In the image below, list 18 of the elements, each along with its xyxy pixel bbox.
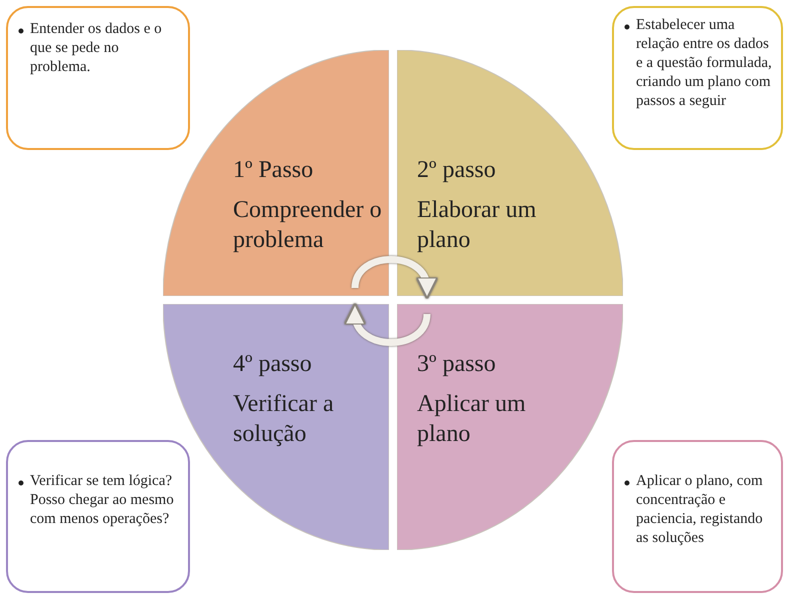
step-number: 3º passo — [417, 350, 496, 379]
step-number: 2º passo — [417, 156, 496, 185]
curved-arrow — [352, 256, 437, 300]
curved-arrow — [345, 302, 430, 346]
note-text: Estabelecer uma relação entre os dados e a questão formulada, criando um plano com passos a seguir — [636, 16, 773, 111]
note-box — [612, 6, 783, 150]
step-title: Elaborar um plano — [417, 196, 538, 255]
step-title: Verificar a solução — [233, 390, 335, 449]
note-text: Verificar se tem lógica? Posso chegar ao mesmo com menos operações? — [30, 472, 175, 529]
step-number: 1º Passo — [233, 156, 314, 185]
note-box — [6, 6, 190, 150]
note-box — [6, 440, 190, 593]
step-number: 4º passo — [233, 350, 312, 379]
step-title: Compreender o problema — [233, 196, 383, 255]
note-text: Entender os dados e o que se pede no problema. — [30, 20, 163, 77]
note-text: Aplicar o plano, com concentração e paciencia, registando as soluções — [636, 472, 764, 548]
step-title: Aplicar um plano — [417, 390, 527, 449]
note-box — [612, 440, 783, 593]
